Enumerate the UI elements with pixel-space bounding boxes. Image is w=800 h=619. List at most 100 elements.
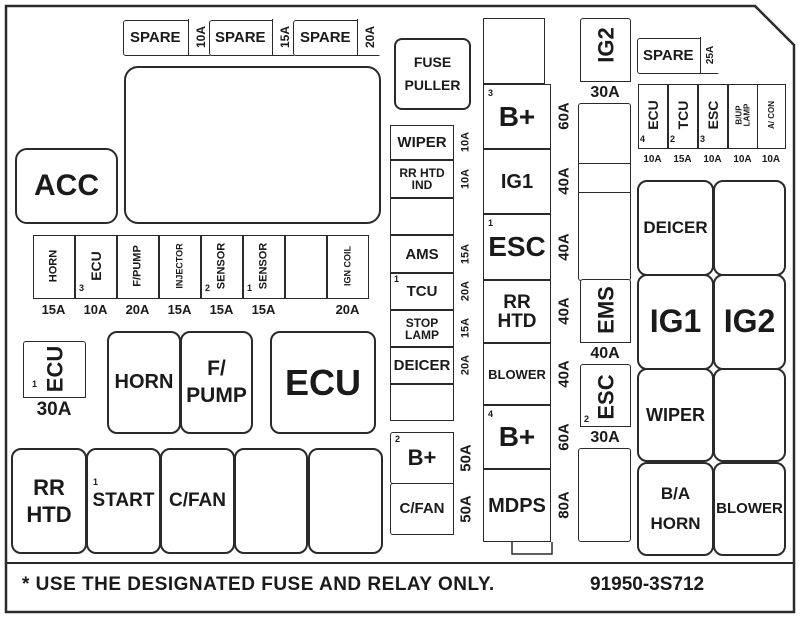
center-lower-label: C/FAN <box>399 500 445 518</box>
fuse-amp: 10A <box>74 298 117 320</box>
spare-fuse-amp: 10A <box>188 19 212 55</box>
main-fuse <box>483 17 577 84</box>
ecu-fuse-30a: 1 ECU 30A <box>22 341 86 421</box>
esc-fuse-label: ESC <box>592 374 618 420</box>
center-lower-amp-label: 50A <box>457 494 474 523</box>
fuse-label: A/ CON <box>766 101 776 129</box>
fuse-label: HORN <box>47 249 60 283</box>
blank-relay-slot <box>713 180 786 276</box>
center-fuse-label: DEICER <box>391 348 453 383</box>
main-fuse-label: IG1 <box>500 170 534 193</box>
center-fuse-line: LAMP <box>405 327 439 342</box>
blower-relay-label: BLOWER <box>716 500 783 518</box>
fuse-amp-label: 20A <box>335 302 360 317</box>
wiper-relay-label: WIPER <box>645 404 705 425</box>
left-fuse-slot <box>284 235 327 320</box>
center-fuse-amp-label: 10A <box>459 168 471 189</box>
center-fuse-amp: 20A <box>453 346 477 384</box>
center-fuse-label: WIPER <box>391 126 453 159</box>
center-lower-fuse: B+ 50A 2 <box>390 431 477 484</box>
fuse-puller: FUSE PULLER <box>394 38 471 110</box>
center-fuse-amp-label: 15A <box>459 317 471 339</box>
fuse-amp: 15A <box>667 148 698 170</box>
main-fuse-amp: 40A <box>550 279 577 343</box>
center-fuse-amp: 10A <box>453 159 477 198</box>
fuse-mark: 1 <box>32 379 38 389</box>
blank-relay-slot <box>713 368 786 462</box>
main-fuse-label <box>484 19 550 83</box>
spare-fuse-label: SPARE <box>300 29 351 46</box>
center-fuse-amp-label: 15A <box>459 243 471 264</box>
fuse-mark: 1 <box>247 283 253 293</box>
fuse-amp: 15A <box>242 298 285 320</box>
deicer-relay: DEICER <box>637 180 714 276</box>
main-fuse-label: RR HTD <box>497 291 537 332</box>
center-fuse-amp: 20A <box>453 272 477 310</box>
fuse-amp: 15A <box>200 298 243 320</box>
fuse-amp: 20A <box>326 298 369 320</box>
main-fuse-amp-label: 40A <box>555 297 573 325</box>
main-fuse-amp: 40A <box>550 148 577 214</box>
blank-relay-slot <box>124 66 381 224</box>
main-fuse-amp-label: 60A <box>555 422 573 451</box>
spare-fuse-amp: 20A <box>357 19 381 55</box>
main-fuse: RR HTD 40A <box>483 279 577 343</box>
start-relay-label: START <box>92 490 155 512</box>
fuse-mark: 2 <box>395 434 401 444</box>
blank-relay-slot <box>308 448 383 554</box>
fuse-amp-label: 15A <box>41 302 66 317</box>
ems-fuse-label: EMS <box>592 286 618 334</box>
spare-fuse-25a: SPARE 25A <box>637 37 720 74</box>
main-fuse-amp: 80A <box>550 468 577 542</box>
fuse-amp-label: 15A <box>251 302 276 317</box>
center-fuse-amp-label: 20A <box>459 354 471 376</box>
fuse-amp <box>284 298 327 320</box>
acc-label: ACC <box>34 169 99 203</box>
main-fuse-amp-label: 40A <box>555 232 573 261</box>
main-fuse-label: MDPS <box>488 494 546 517</box>
main-fuse-amp: 60A <box>550 404 577 469</box>
esc-fuse-amp: 30A <box>579 426 631 448</box>
spare-fuse-amp: 15A <box>272 19 296 55</box>
fuse-label: ECU <box>88 251 104 281</box>
center-lower-amp: 50A <box>453 431 477 484</box>
fuse-amp-label: 20A <box>125 302 150 317</box>
center-fuse <box>390 383 477 421</box>
center-fuse-amp <box>453 197 477 235</box>
fuse-label: ESC <box>705 100 721 130</box>
center-fuse-line: STOP <box>405 315 439 330</box>
fuse-mark: 2 <box>205 283 211 293</box>
ig1-relay: IG1 <box>637 274 714 370</box>
ecu-relay: ECU <box>270 331 376 434</box>
esc-fuse-30a: 2 ESC 30A <box>579 364 631 448</box>
fuse-amp-label: 10A <box>703 153 722 165</box>
fuse-mark: 3 <box>488 88 494 98</box>
center-fuse-line: WIPER <box>397 134 447 151</box>
fuse-amp: 10A <box>727 148 758 170</box>
blank-fuse-slot <box>578 448 631 542</box>
center-lower-fuse: C/FAN 50A <box>390 482 477 535</box>
center-fuse-line: AMS <box>405 245 439 263</box>
center-fuse-amp: 15A <box>453 309 477 347</box>
start-relay: 1 START <box>86 448 161 554</box>
fuse-mark: 4 <box>488 409 494 419</box>
center-lower-label: B+ <box>407 445 437 471</box>
usage-note: * USE THE DESIGNATED FUSE AND RELAY ONLY… <box>22 574 495 595</box>
main-fuse-label: B+ <box>498 421 536 452</box>
fuse-amp-label: 10A <box>643 153 662 165</box>
fuse-amp: 20A <box>116 298 159 320</box>
center-fuse-amp-label: 10A <box>459 131 471 153</box>
center-lower-amp: 50A <box>453 482 477 535</box>
horn-relay: HORN <box>107 331 181 434</box>
spare-fuse-3: SPARE 20A <box>293 19 381 56</box>
